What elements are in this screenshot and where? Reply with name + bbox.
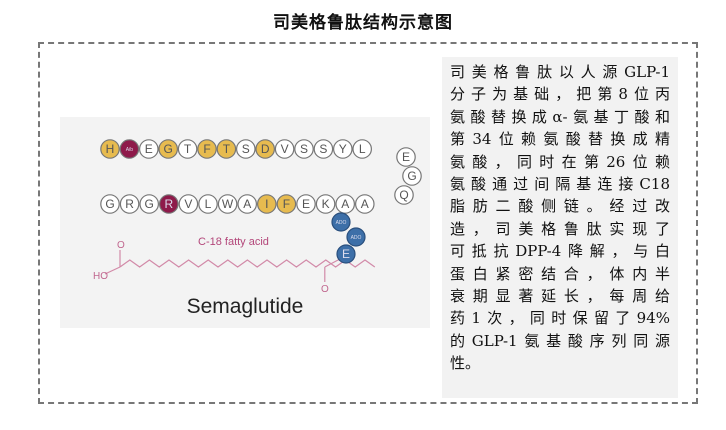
residue-label: R (125, 197, 134, 211)
residue-label: W (222, 197, 234, 211)
residue-label: E (302, 197, 310, 211)
residue-label: D (261, 142, 270, 156)
residue (139, 194, 159, 214)
residue-label: A (341, 197, 349, 211)
description-line: 司美格鲁肽以人源GLP-1 (450, 63, 670, 81)
residue (296, 194, 316, 214)
description-line: 的GLP-1氨基酸序列同源 (450, 331, 670, 350)
residue (100, 139, 120, 159)
residue (402, 166, 422, 186)
residue (335, 194, 355, 214)
residue (100, 194, 120, 214)
figure-title: 司美格鲁肽结构示意图 (273, 13, 453, 33)
residue (197, 139, 217, 159)
residue-label: S (300, 142, 308, 156)
residue-label: G (145, 197, 154, 211)
residue-label: S (242, 142, 250, 156)
figure-caption: Semaglutide (186, 295, 304, 318)
residue-label: G (105, 197, 114, 211)
residue (332, 139, 353, 159)
residue (198, 194, 218, 214)
residue (139, 139, 159, 159)
residue (236, 139, 256, 159)
residue-label: L (359, 142, 366, 156)
residue (119, 139, 140, 159)
hydroxyl-label: HO (93, 271, 108, 282)
residue (159, 194, 179, 214)
description-line: 衰期显著延长，每周给 (450, 286, 670, 305)
description-line: 氨酸，同时在第26位赖 (450, 152, 670, 171)
residue (177, 139, 198, 159)
linker-residue-label: ADO (336, 220, 347, 226)
residue-label: R (164, 197, 173, 211)
residue-label: E (145, 142, 153, 156)
dashed-frame (38, 42, 698, 404)
residue-label: L (205, 197, 212, 211)
residue-label: V (184, 197, 192, 211)
description-line: 脂肪二酸侧链。经过改 (450, 197, 670, 216)
residue (274, 139, 295, 159)
residue (396, 147, 416, 167)
residue-label: F (283, 197, 290, 211)
residue-label: K (322, 197, 330, 211)
residue-label: A (243, 197, 251, 211)
residue (313, 139, 334, 159)
description-line: 药1次，同时保留了94% (450, 309, 670, 328)
oxygen-label: O (117, 240, 125, 251)
residue-label: I (265, 197, 268, 211)
residue (178, 194, 199, 214)
residue-label: S (319, 142, 327, 156)
residue (119, 194, 140, 214)
linker-residue-label: ADO (351, 235, 362, 241)
amide-bond (324, 258, 341, 268)
residue (352, 139, 372, 159)
residue-label: H (106, 142, 115, 156)
residue-label: Aib (126, 147, 133, 153)
fatty-acid-label: C-18 fatty acid (198, 236, 269, 248)
description-line: 性。 (450, 354, 481, 373)
residue (394, 185, 414, 205)
description-line: 蛋白紧密结合，体内半 (450, 264, 670, 283)
residue (315, 194, 336, 214)
residue-label: A (361, 197, 369, 211)
description-panel: 司美格鲁肽以人源GLP-1 分子为基础，把第8位丙氨酸替换成α-氨基丁酸和第34位… (442, 57, 678, 398)
oxygen-label: O (321, 284, 329, 295)
residue-label: V (281, 142, 289, 156)
description-line: 分子为基础，把第8位丙 (450, 85, 670, 104)
description-line: 氨酸通过间隔基连接C18 (450, 174, 670, 193)
residue (158, 139, 178, 159)
residue-label: G (407, 169, 416, 183)
description-line: 可抵抗DPP-4降解，与白 (450, 242, 670, 261)
linker-residue (336, 244, 356, 264)
residue-label: G (164, 142, 173, 156)
residue-label: Q (399, 188, 408, 202)
hydroxyl-bond (104, 266, 121, 275)
residue-label: E (402, 150, 410, 164)
residue (354, 194, 375, 214)
residue-label: F (203, 142, 210, 156)
residue (216, 139, 237, 159)
linker-residue (331, 212, 351, 232)
residue-label: T (184, 142, 192, 156)
fatty-acid-chain (119, 259, 376, 268)
residue (257, 194, 277, 214)
description-line: 第34位赖氨酸替换成精 (450, 130, 670, 149)
residue (294, 139, 314, 159)
residue-label: T (223, 142, 231, 156)
residue (217, 194, 238, 214)
residue (237, 194, 257, 214)
residue-label: Y (339, 142, 347, 156)
linker-residue (346, 227, 366, 247)
linker-residue-label: E (342, 247, 350, 261)
description-line: 氨酸替换成α-氨基丁酸和 (450, 107, 670, 126)
residue (255, 139, 275, 159)
description-line: 造，司美格鲁肽实现了 (450, 219, 670, 238)
residue (276, 194, 297, 214)
